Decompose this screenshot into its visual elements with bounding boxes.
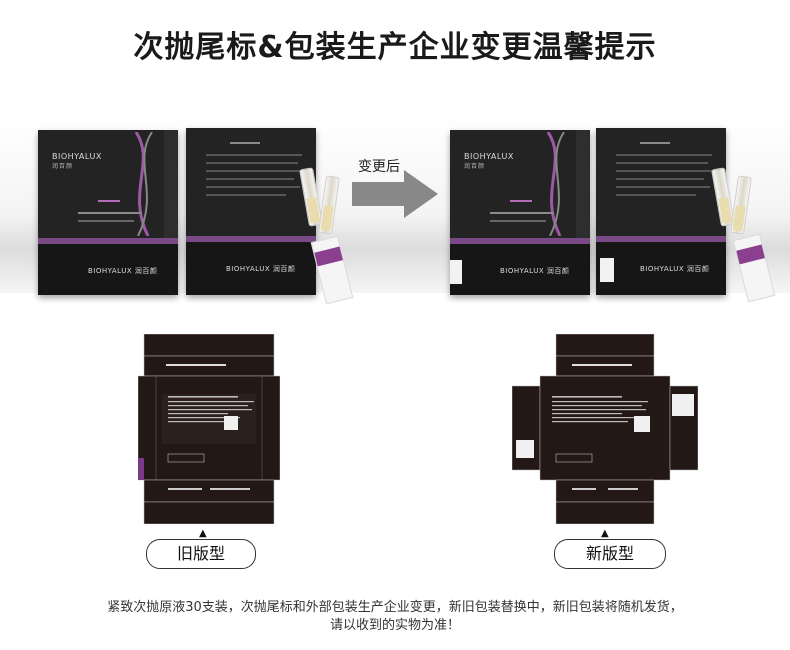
- wave-graphic: [134, 132, 153, 236]
- pointer-triangle-icon: ▲: [601, 528, 609, 539]
- wave-graphic: [546, 132, 565, 236]
- new-version-label: 新版型: [554, 539, 666, 569]
- new-box-dieline: [512, 334, 698, 524]
- pointer-triangle-icon: ▲: [199, 528, 207, 539]
- new-box-back: BIOHYALUX 润百颜: [596, 128, 726, 295]
- old-box-back: BIOHYALUX 润百颜: [186, 128, 316, 295]
- footer-notice-line2: 请以收到的实物为准！: [329, 618, 460, 633]
- footer-notice-line1: 紧致次抛原液30支装，次抛尾标和外部包装生产企业变更，新旧包装替换中，新旧包装将…: [107, 600, 683, 615]
- old-version-label: 旧版型: [146, 539, 256, 569]
- arrow-right-icon: [352, 170, 438, 218]
- old-box-dieline: [138, 334, 280, 524]
- page-title: 次抛尾标&包装生产企业变更温馨提示: [133, 30, 657, 65]
- arrow-label: 变更后: [358, 159, 400, 175]
